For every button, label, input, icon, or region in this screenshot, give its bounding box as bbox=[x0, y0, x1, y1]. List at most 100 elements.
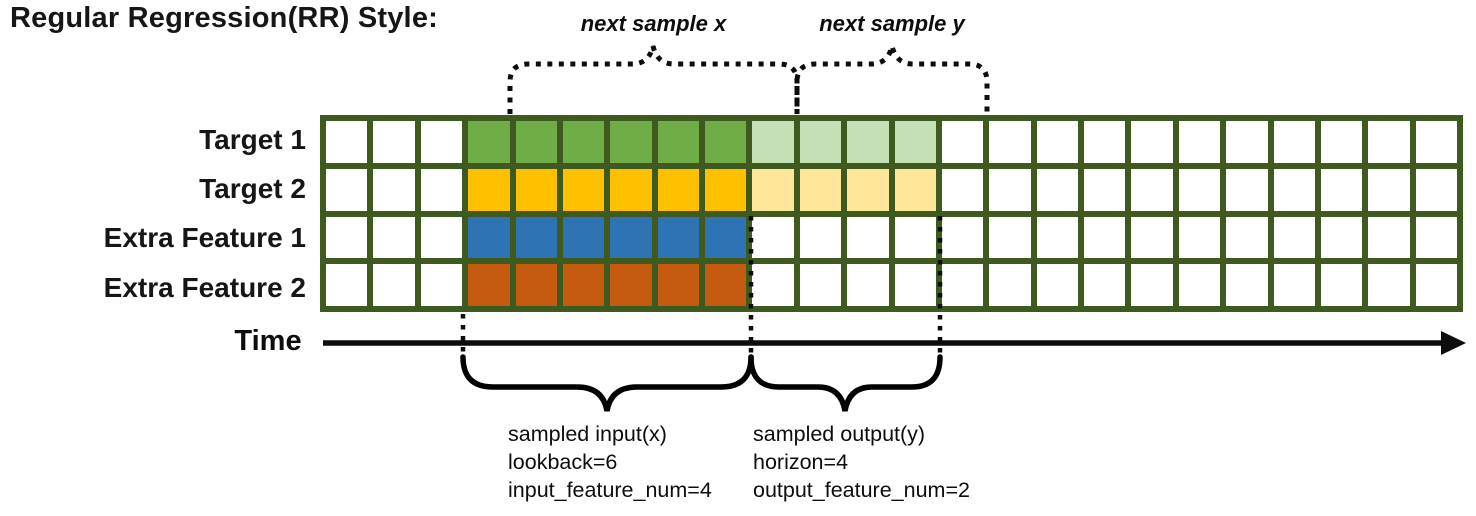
grid-cell bbox=[1084, 216, 1126, 259]
grid-cell bbox=[1131, 168, 1173, 211]
grid-cell bbox=[941, 121, 984, 163]
grid-cell bbox=[1368, 264, 1410, 306]
grid-cell bbox=[420, 264, 463, 306]
grid-cell bbox=[1273, 121, 1315, 163]
grid-cell bbox=[373, 264, 415, 306]
grid-cell bbox=[752, 264, 794, 306]
grid-cell bbox=[1273, 168, 1315, 211]
grid bbox=[320, 115, 1463, 312]
horizon-value: horizon=4 bbox=[753, 450, 849, 474]
grid-cell bbox=[989, 121, 1031, 163]
grid-cell bbox=[1178, 168, 1221, 211]
grid-cell bbox=[752, 121, 794, 163]
output-feature-num: output_feature_num=2 bbox=[753, 478, 970, 502]
grid-cell bbox=[515, 216, 557, 259]
grid-cell bbox=[468, 168, 510, 211]
grid-cell bbox=[1320, 121, 1363, 163]
grid-cell bbox=[1368, 121, 1410, 163]
grid-cell bbox=[1036, 264, 1078, 306]
grid-cell bbox=[610, 216, 652, 259]
grid-cell bbox=[657, 121, 699, 163]
grid-cell bbox=[326, 121, 368, 163]
grid-cell bbox=[1036, 216, 1078, 259]
grid-cell bbox=[941, 264, 984, 306]
grid-cell bbox=[373, 121, 415, 163]
grid-cell bbox=[752, 168, 794, 211]
grid-cell bbox=[705, 121, 747, 163]
grid-cell bbox=[847, 121, 889, 163]
time-axis-arrowhead bbox=[1441, 331, 1466, 355]
grid-cell bbox=[1131, 216, 1173, 259]
row-label-extra-feature-1: Extra Feature 1 bbox=[103, 222, 306, 253]
grid-cell bbox=[468, 121, 510, 163]
grid-cell bbox=[373, 168, 415, 211]
grid-cell bbox=[562, 121, 605, 163]
grid-cell bbox=[1131, 121, 1173, 163]
grid-cell bbox=[326, 168, 368, 211]
row-label-extra-feature-2: Extra Feature 2 bbox=[103, 272, 306, 303]
grid-cell bbox=[989, 264, 1031, 306]
grid-cell bbox=[1415, 264, 1457, 306]
grid-cell bbox=[610, 168, 652, 211]
lookback-value: lookback=6 bbox=[508, 450, 618, 474]
grid-cell bbox=[1036, 168, 1078, 211]
grid-cell bbox=[1415, 216, 1457, 259]
grid-cell bbox=[1036, 121, 1078, 163]
grid-cell bbox=[989, 216, 1031, 259]
grid-cell bbox=[847, 168, 889, 211]
grid-cell bbox=[894, 168, 936, 211]
grid-cell bbox=[989, 168, 1031, 211]
grid-cell bbox=[847, 264, 889, 306]
grid-cell bbox=[1320, 264, 1363, 306]
grid-cell bbox=[1178, 264, 1221, 306]
sampled-output-brace bbox=[748, 354, 943, 412]
grid-cell bbox=[1178, 121, 1221, 163]
grid-cell bbox=[1320, 168, 1363, 211]
grid-cell bbox=[515, 121, 557, 163]
grid-cell bbox=[705, 168, 747, 211]
input-feature-num: input_feature_num=4 bbox=[508, 478, 712, 502]
row-label-target-2: Target 2 bbox=[199, 173, 306, 204]
grid-cell bbox=[1178, 216, 1221, 259]
grid-cell bbox=[1273, 264, 1315, 306]
grid-cell bbox=[1273, 216, 1315, 259]
grid-cell bbox=[468, 264, 510, 306]
row-label-target-1: Target 1 bbox=[199, 124, 306, 155]
grid-cell bbox=[420, 168, 463, 211]
grid-cell bbox=[1368, 168, 1410, 211]
grid-cell bbox=[894, 216, 936, 259]
grid-cell bbox=[326, 216, 368, 259]
grid-cell bbox=[752, 216, 794, 259]
diagram-title: Regular Regression(RR) Style: bbox=[10, 2, 438, 34]
grid-cell bbox=[1226, 216, 1268, 259]
grid-cell bbox=[420, 121, 463, 163]
grid-cell bbox=[515, 264, 557, 306]
grid-cell bbox=[941, 216, 984, 259]
grid-cell bbox=[799, 216, 842, 259]
grid-cell bbox=[562, 264, 605, 306]
grid-cell bbox=[894, 121, 936, 163]
grid-cell bbox=[799, 264, 842, 306]
grid-cell bbox=[562, 216, 605, 259]
grid-cell bbox=[941, 168, 984, 211]
grid-cell bbox=[1368, 216, 1410, 259]
grid-cell bbox=[1131, 264, 1173, 306]
grid-cell bbox=[657, 168, 699, 211]
grid-cell bbox=[1226, 264, 1268, 306]
next-sample-x-brace bbox=[507, 45, 800, 114]
grid-cell bbox=[657, 216, 699, 259]
grid-cell bbox=[1226, 168, 1268, 211]
grid-cell bbox=[515, 168, 557, 211]
grid-cell bbox=[1084, 121, 1126, 163]
grid-cell bbox=[420, 216, 463, 259]
grid-cell bbox=[705, 264, 747, 306]
grid-cell bbox=[610, 264, 652, 306]
grid-cell bbox=[373, 216, 415, 259]
grid-cell bbox=[894, 264, 936, 306]
grid-cell bbox=[657, 264, 699, 306]
grid-cell bbox=[326, 264, 368, 306]
grid-cell bbox=[1415, 121, 1457, 163]
sampled-input-title: sampled input(x) bbox=[508, 422, 667, 446]
grid-cell bbox=[468, 216, 510, 259]
